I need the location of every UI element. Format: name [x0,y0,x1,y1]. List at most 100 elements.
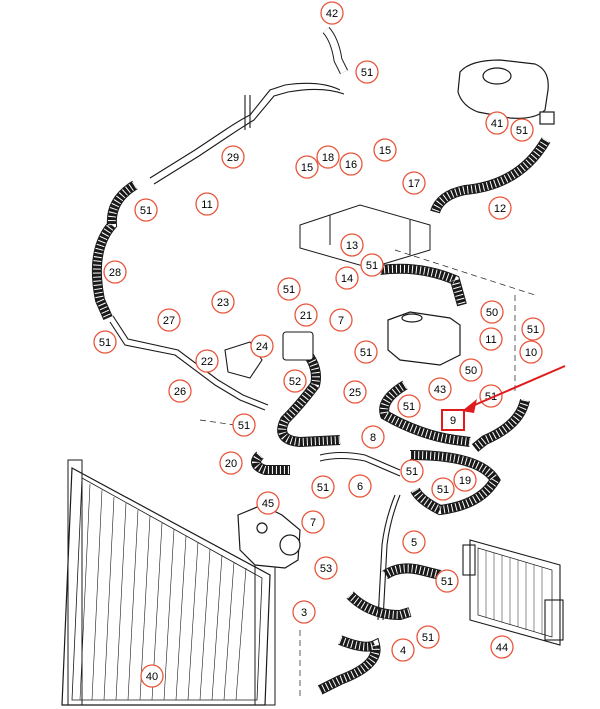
bracket [299,204,431,269]
leader-lines [199,249,536,700]
callout-circle [521,317,545,341]
callout-circle [391,638,415,662]
callout-number: 27 [163,315,175,327]
callout-circle [485,111,509,135]
callout-circle [361,425,385,449]
callout-circle [250,334,274,358]
callout-circle [339,152,363,176]
callout-circle [360,253,384,277]
callout-circle [510,118,534,142]
callout-15: 15 [295,155,319,179]
callout-circle [428,377,452,401]
callout-number: 51 [366,260,378,272]
callout-circle [479,384,503,408]
callout-6: 6 [348,474,372,498]
callout-40: 40 [140,664,164,688]
callout-51: 51 [397,394,421,418]
callout-circle [335,266,359,290]
callout-number: 51 [437,484,449,496]
callout-number: 8 [370,432,376,444]
callout-number: 50 [465,365,477,377]
radiator [61,459,276,706]
callout-circle [140,664,164,688]
callout-circle [283,369,307,393]
callout-circle [219,451,243,475]
callout-circle [314,556,338,580]
callout-circle [373,138,397,162]
callout-23: 23 [211,290,235,314]
callout-circle [402,171,426,195]
callout-number: 7 [310,517,316,529]
callout-circle [103,260,127,284]
callout-circle [519,340,543,364]
callout-11: 11 [195,192,219,216]
callout-7: 7 [329,308,353,332]
highlight-label: 9 [450,415,456,427]
highlight-box [441,409,465,431]
callout-number: 10 [525,347,537,359]
callout-50: 50 [459,358,483,382]
callout-number: 50 [486,307,498,319]
callout-number: 51 [441,576,453,588]
callout-number: 13 [346,240,358,252]
callout-number: 28 [109,267,121,279]
callout-12: 12 [488,196,512,220]
callout-number: 19 [459,475,471,487]
callout-29: 29 [221,145,245,169]
callout-circle [348,474,372,498]
callout-42: 42 [320,1,344,25]
callout-51: 51 [431,477,455,501]
callout-circle [292,600,316,624]
callout-number: 12 [494,203,506,215]
callout-51: 51 [510,118,534,142]
callout-53: 53 [314,556,338,580]
callout-7: 7 [301,510,325,534]
callout-51: 51 [134,198,158,222]
callout-number: 15 [301,162,313,174]
red-arrow [469,365,566,408]
callout-3: 3 [292,600,316,624]
callout-51: 51 [360,253,384,277]
callout-24: 24 [250,334,274,358]
red-arrow-head [462,399,477,413]
callout-51: 51 [277,277,301,301]
callout-15: 15 [373,138,397,162]
callout-number: 51 [406,466,418,478]
callout-number: 7 [338,315,344,327]
callout-circle [416,625,440,649]
callout-circle [459,358,483,382]
callout-number: 51 [99,337,111,349]
callout-number: 51 [361,67,373,79]
callout-14: 14 [335,266,359,290]
callout-28: 28 [103,260,127,284]
hoses [91,26,551,695]
callout-circle [134,198,158,222]
callout-25: 25 [343,380,367,404]
callout-10: 10 [519,340,543,364]
callout-number: 18 [322,152,334,164]
callout-number: 51 [317,482,329,494]
callout-51: 51 [479,384,503,408]
callout-number: 11 [485,334,496,346]
callout-circle [211,290,235,314]
callout-circle [435,569,459,593]
callout-18: 18 [316,145,340,169]
callout-circle [453,468,477,492]
callout-51: 51 [93,330,117,354]
callout-number: 53 [320,563,332,575]
callout-27: 27 [157,308,181,332]
callout-number: 41 [491,118,503,130]
callout-51: 51 [521,317,545,341]
callout-13: 13 [340,233,364,257]
callout-number: 42 [326,8,338,20]
highlight-part-9: 9 [441,365,566,431]
callout-circle [195,192,219,216]
callout-19: 19 [453,468,477,492]
callout-number: 44 [496,642,508,654]
callout-circle [277,277,301,301]
callout-circle [295,155,319,179]
callout-circle [400,459,424,483]
callout-52: 52 [283,369,307,393]
callout-number: 5 [411,537,417,549]
